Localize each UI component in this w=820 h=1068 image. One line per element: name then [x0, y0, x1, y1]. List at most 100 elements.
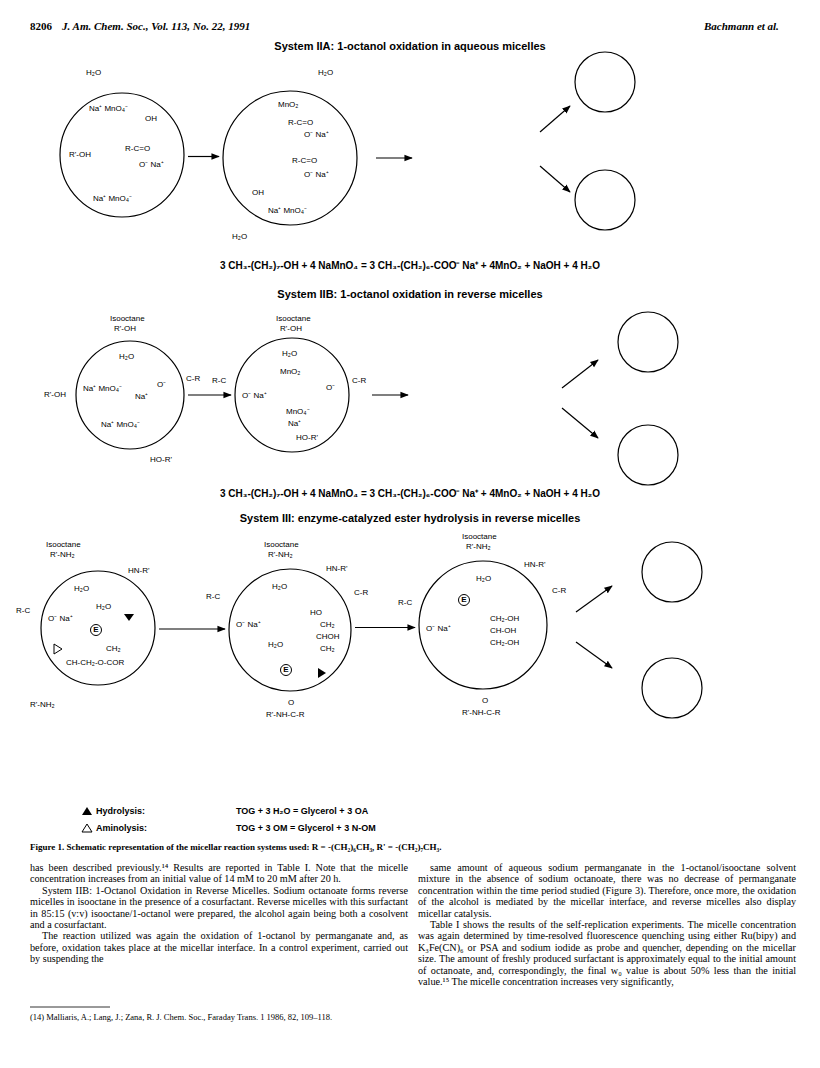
chem-label: MnO₄⁻: [286, 407, 310, 416]
footnote-rule: [30, 1007, 110, 1008]
chem-label: HO-R': [296, 433, 318, 442]
micelle-outline: [228, 568, 352, 692]
body-paragraph: System IIB: 1-Octanol Oxidation in Rever…: [30, 885, 408, 931]
reaction-arrow: [562, 408, 598, 438]
micelle-circle: H₂OO⁻ Na⁺H₂OHOCH₂CHOHCH₂E: [228, 568, 352, 692]
chem-label: R'-OH: [69, 150, 91, 159]
chem-label: R'-OH: [114, 324, 136, 333]
body-paragraph: same amount of aqueous sodium permangana…: [418, 862, 796, 919]
running-header: J. Am. Chem. Soc., Vol. 113, No. 22, 199…: [62, 20, 250, 32]
text-column: has been described previously.¹⁴ Results…: [30, 862, 408, 965]
system-heading: System IIA: 1-octanol oxidation in aqueo…: [0, 40, 820, 52]
micelle-boundary: [76, 341, 184, 449]
chem-label: O⁻: [326, 383, 335, 392]
micelle-circle: H₂OMnO₂O⁻ Na⁺O⁻MnO₄⁻Na⁺HO-R': [234, 337, 350, 453]
reaction-arrow: [562, 360, 598, 388]
micelle-circle: H₂O Na⁺ MnO₄⁻ Na⁺ O⁻ Na⁺ MnO₄⁻: [75, 340, 185, 450]
chem-label: H₂O: [86, 68, 101, 77]
chem-label: H₂O: [318, 68, 333, 77]
reaction-arrow: [576, 586, 612, 612]
chem-label: H₂O: [232, 232, 247, 241]
chem-label: C-R: [354, 588, 368, 597]
chem-label: O: [288, 698, 294, 707]
chem-label: R-C: [16, 606, 30, 615]
micelle-boundary: [41, 571, 155, 685]
micelle-circle: H₂OEO⁻ Na⁺CH₂-OHCH-OHCH₂-OH: [418, 560, 548, 690]
chem-label: E: [90, 624, 102, 636]
legend-entry: Hydrolysis:: [96, 806, 145, 816]
chem-label: R-C: [398, 598, 412, 607]
chem-label: C-R: [186, 374, 200, 383]
chem-label: Na⁺ MnO₄⁻: [268, 206, 307, 215]
daughter-micelle: [618, 425, 678, 485]
chem-label: O⁻: [157, 380, 166, 389]
chem-label: R-C: [206, 592, 220, 601]
chem-label: CH₂: [106, 644, 121, 653]
micelle-circle: H₂O O⁻ Na⁺ H₂O E CH₂ CH-CH₂-O-COR: [40, 570, 156, 686]
micelle-boundary: [229, 569, 351, 691]
chem-label: Na⁺ MnO₄⁻: [101, 420, 140, 429]
chem-label: R'-NH-C-R: [266, 710, 304, 719]
system-heading: System IIB: 1-octanol oxidation in rever…: [0, 288, 820, 300]
chem-label: CH₂-OH: [490, 638, 519, 647]
aminolysis-site: [54, 644, 62, 654]
chem-label: E: [280, 664, 292, 676]
chem-label: R'-NH₂: [30, 700, 55, 709]
figure-caption: Figure 1. Schematic representation of th…: [30, 842, 800, 852]
chem-label: CHOH: [316, 632, 340, 641]
chem-label: HN-R': [326, 564, 348, 573]
chem-label: H₂O: [476, 574, 491, 583]
chem-label: Na⁺ MnO₄⁻: [93, 194, 132, 203]
chem-label: O⁻ Na⁺: [242, 391, 267, 400]
reaction-arrow: [376, 157, 412, 158]
chem-label: C-R: [352, 376, 366, 385]
chem-label: R'-NH-C-R: [462, 708, 500, 717]
chem-label: O: [482, 696, 488, 705]
chem-label: HN-R': [524, 560, 546, 569]
chem-label: R'-OH: [44, 390, 66, 399]
reaction-equation: 3 CH₃-(CH₂)₇-OH + 4 NaMnO₄ = 3 CH₃-(CH₂)…: [0, 258, 820, 272]
daughter-micelle: [642, 658, 702, 718]
daughter-micelle: [575, 52, 635, 112]
micelle-boundary: [223, 91, 357, 225]
chem-label: Na⁺ MnO₄⁻: [83, 384, 122, 393]
chem-label: CH-CH₂-O-COR: [66, 658, 124, 667]
chem-label: OH: [252, 188, 264, 197]
system-heading: System III: enzyme-catalyzed ester hydro…: [0, 512, 820, 524]
chem-label: H₂O: [96, 602, 111, 611]
chem-label: R-C=O: [288, 118, 313, 127]
reaction-arrow: [372, 394, 408, 395]
micelle-boundary: [419, 561, 547, 689]
chem-label: O⁻ Na⁺: [48, 614, 73, 623]
chem-label: Isooctane: [110, 314, 145, 323]
chem-label: R-C: [212, 376, 226, 385]
chem-label: R'-NH₂: [466, 542, 491, 551]
chem-label: Na⁺ MnO₄⁻: [89, 104, 128, 113]
chem-label: O⁻ Na⁺: [426, 624, 451, 633]
daughter-micelle: [575, 170, 635, 230]
chem-label: CH₂-OH: [490, 614, 519, 623]
chem-label: R-C=O: [125, 144, 150, 153]
reaction-arrow: [540, 106, 570, 132]
hydrolysis-site: [318, 668, 326, 678]
micelle-circle: Na⁺ MnO₄⁻OHR'-OHR-C=OO⁻ Na⁺Na⁺ MnO₄⁻: [59, 92, 185, 218]
daughter-micelle: [642, 542, 702, 602]
chem-label: R'-OH: [280, 324, 302, 333]
chem-label: H₂O: [74, 584, 89, 593]
text-column: same amount of aqueous sodium permangana…: [418, 862, 796, 987]
chem-label: H₂O: [282, 349, 297, 358]
chem-label: HO-R': [150, 455, 172, 464]
chem-label: Isooctane: [276, 314, 311, 323]
reaction-arrow: [540, 166, 570, 192]
micelle-circle: MnO₂R-C=OO⁻ Na⁺R-C=OO⁻ Na⁺OHNa⁺ MnO₄⁻: [222, 90, 358, 226]
chem-label: H₂O: [119, 352, 134, 361]
reaction-equation: 3 CH₃-(CH₂)₇-OH + 4 NaMnO₄ = 3 CH₃-(CH₂)…: [0, 486, 820, 500]
chem-label: Na⁺: [135, 392, 148, 401]
aminolysis-symbol: [82, 824, 92, 832]
chem-label: O⁻ Na⁺: [304, 170, 329, 179]
footnote: (14) Malliaris, A.; Lang, J.; Zana, R. J…: [30, 1012, 406, 1022]
chem-label: C-R: [552, 586, 566, 595]
chem-label: O⁻ Na⁺: [236, 620, 261, 629]
chem-label: CH₂: [320, 620, 335, 629]
